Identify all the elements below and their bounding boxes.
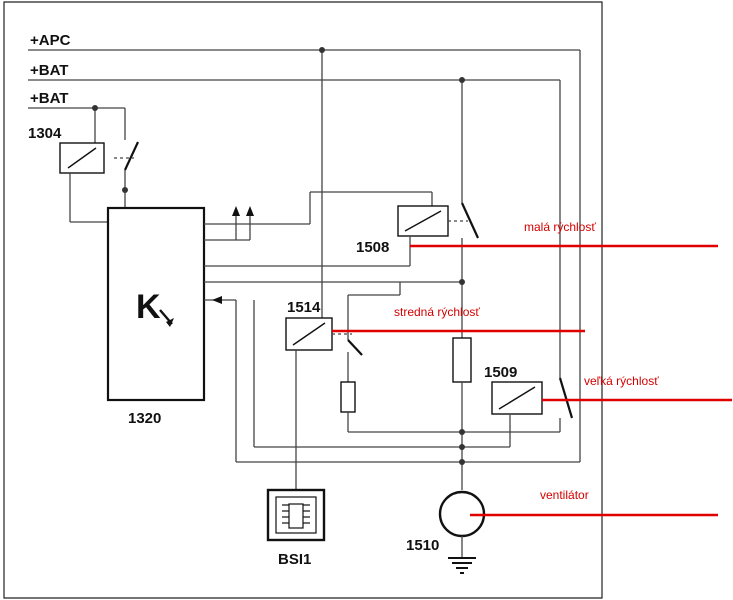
relay-1508-switch: [460, 202, 480, 239]
fan-1510: [438, 490, 486, 574]
annotations: [332, 244, 732, 517]
input-arrow: [212, 296, 222, 304]
controller-box: [106, 206, 206, 402]
controller-1320: [106, 206, 206, 402]
annotation-medium-speed: stredná rýchlosť: [394, 305, 480, 319]
resistor-main: [452, 337, 472, 383]
annotation-high-speed: veľká rýchlosť: [584, 374, 659, 388]
relay-1514: [285, 278, 462, 490]
relay-1509-label: 1509: [484, 364, 517, 381]
controller-symbol: K: [136, 288, 161, 326]
junction-dots: [92, 47, 465, 465]
relay-1509: [462, 377, 574, 433]
relay-1509-switch: [558, 377, 574, 419]
supply-rails: [28, 49, 580, 109]
relay-1304-switch: [124, 141, 139, 171]
relay-1304: [59, 108, 139, 223]
fan-1510-label: 1510: [406, 537, 439, 554]
rail-bat-label-1: +BAT: [30, 62, 68, 79]
rail-bat-label-2: +BAT: [30, 90, 68, 107]
bsi-label: BSI1: [278, 551, 311, 568]
rail-apc-label: +APC: [30, 32, 71, 49]
relay-1508-label: 1508: [356, 239, 389, 256]
relay-1304-label: 1304: [28, 125, 62, 142]
bsi-module: [266, 488, 326, 542]
bsi-box: [266, 488, 326, 542]
annotation-low-speed: malá rýchlosť: [524, 220, 596, 234]
controller-outputs: [204, 206, 254, 241]
relay-1508: [204, 191, 480, 338]
controller-1320-label: 1320: [128, 410, 161, 427]
resistor-1514: [340, 381, 356, 413]
diagram-frame: [3, 1, 603, 599]
relay-1514-label: 1514: [287, 299, 321, 316]
annotation-fan: ventilátor: [540, 488, 589, 502]
relay-1514-switch: [347, 339, 363, 356]
